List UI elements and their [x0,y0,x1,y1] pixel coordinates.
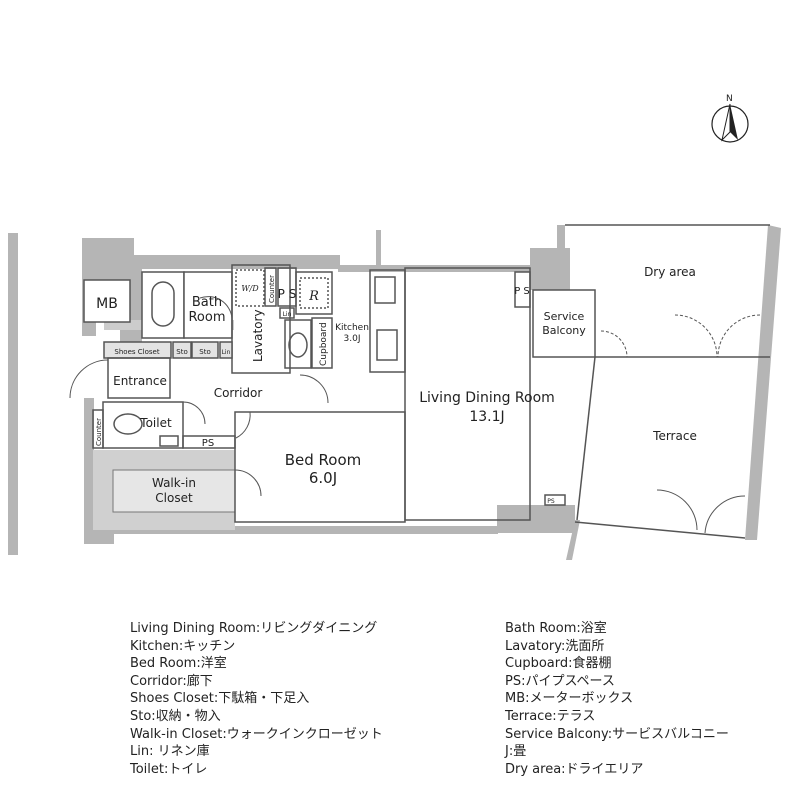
legend-item: Service Balcony:サービスバルコニー [505,726,729,742]
ps-label-living: PS [547,498,555,505]
legend-left: Living Dining Room:リビングダイニング Kitchen:キッチ… [130,620,383,778]
legend-item: Dry area:ドライエリア [505,761,644,777]
ps-label-balcony: P S [514,286,530,297]
room-label-bath-2: Room [188,310,225,325]
legend-item: Bed Room:洋室 [130,656,227,672]
counter-label-lavatory: Counter [268,275,276,303]
legend-item: Sto:収納・物入 [130,708,221,724]
legend-item: Lavatory:洗面所 [505,638,605,654]
room-label-walk-in-closet-1: Walk-in [152,476,196,490]
room-label-lavatory: Lavatory [251,309,265,362]
room-label-service-balcony-1: Service [544,310,585,323]
legend-item: Lin: リネン庫 [130,744,210,760]
legend-item: MB:メーターボックス [505,691,634,707]
room-label-walk-in-closet-2: Closet [155,491,193,505]
room-label-kitchen: Kitchen [335,323,369,333]
legend-item: Kitchen:キッチン [130,638,236,654]
washer-dryer-label: W/D [241,284,259,293]
room-size-kitchen: 3.0J [344,334,361,344]
legend-item: Terrace:テラス [505,708,596,724]
north-arrow-icon: N [711,94,749,143]
fridge-label: R [308,289,319,304]
linen-label-hall: Lin [222,349,231,356]
ps-label: P S [278,287,297,301]
legend-item: Bath Room:浴室 [505,621,607,636]
room-size-living: 13.1J [469,409,504,425]
legend-item: Toilet:トイレ [130,761,208,777]
room-label-sto-2: Sto [199,348,210,356]
room-label-mb: MB [96,296,118,312]
legend-item: Corridor:廊下 [130,673,213,689]
legend-item: Living Dining Room:リビングダイニング [130,621,378,636]
room-label-living: Living Dining Room [419,390,555,406]
room-outlines [83,224,770,539]
legend-right: Bath Room:浴室 Lavatory:洗面所 Cupboard:食器棚 P… [505,620,729,778]
counter-label-toilet: Counter [95,418,103,446]
room-label-corridor: Corridor [214,386,263,400]
legend-item: Cupboard:食器棚 [505,656,612,672]
room-size-bed-room: 6.0J [309,469,337,487]
room-label-terrace: Terrace [652,429,697,443]
legend-item: Walk-in Closet:ウォークインクローゼット [130,726,383,742]
ps-label-toilet: PS [202,438,214,449]
legend-item: Shoes Closet:下駄箱・下足入 [130,691,310,707]
room-label-shoes-closet: Shoes Closet [114,348,159,356]
linen-label-lavatory: Lin [283,311,292,318]
room-label-toilet: Toilet [139,416,172,430]
room-label-entrance: Entrance [113,374,167,388]
door-swings [69,296,761,534]
site-boundary [8,233,18,555]
legend-item: PS:パイプスペース [505,673,615,689]
room-label-sto-1: Sto [176,348,187,356]
legend-item: J:畳 [505,744,527,760]
room-label-bed-room: Bed Room [285,451,362,469]
room-label-cupboard: Cupboard [319,322,329,366]
compass-label: N [726,94,733,104]
room-label-dry-area: Dry area [644,265,696,279]
room-label-service-balcony-2: Balcony [542,324,586,337]
room-label-bath-1: Bath [192,295,222,310]
